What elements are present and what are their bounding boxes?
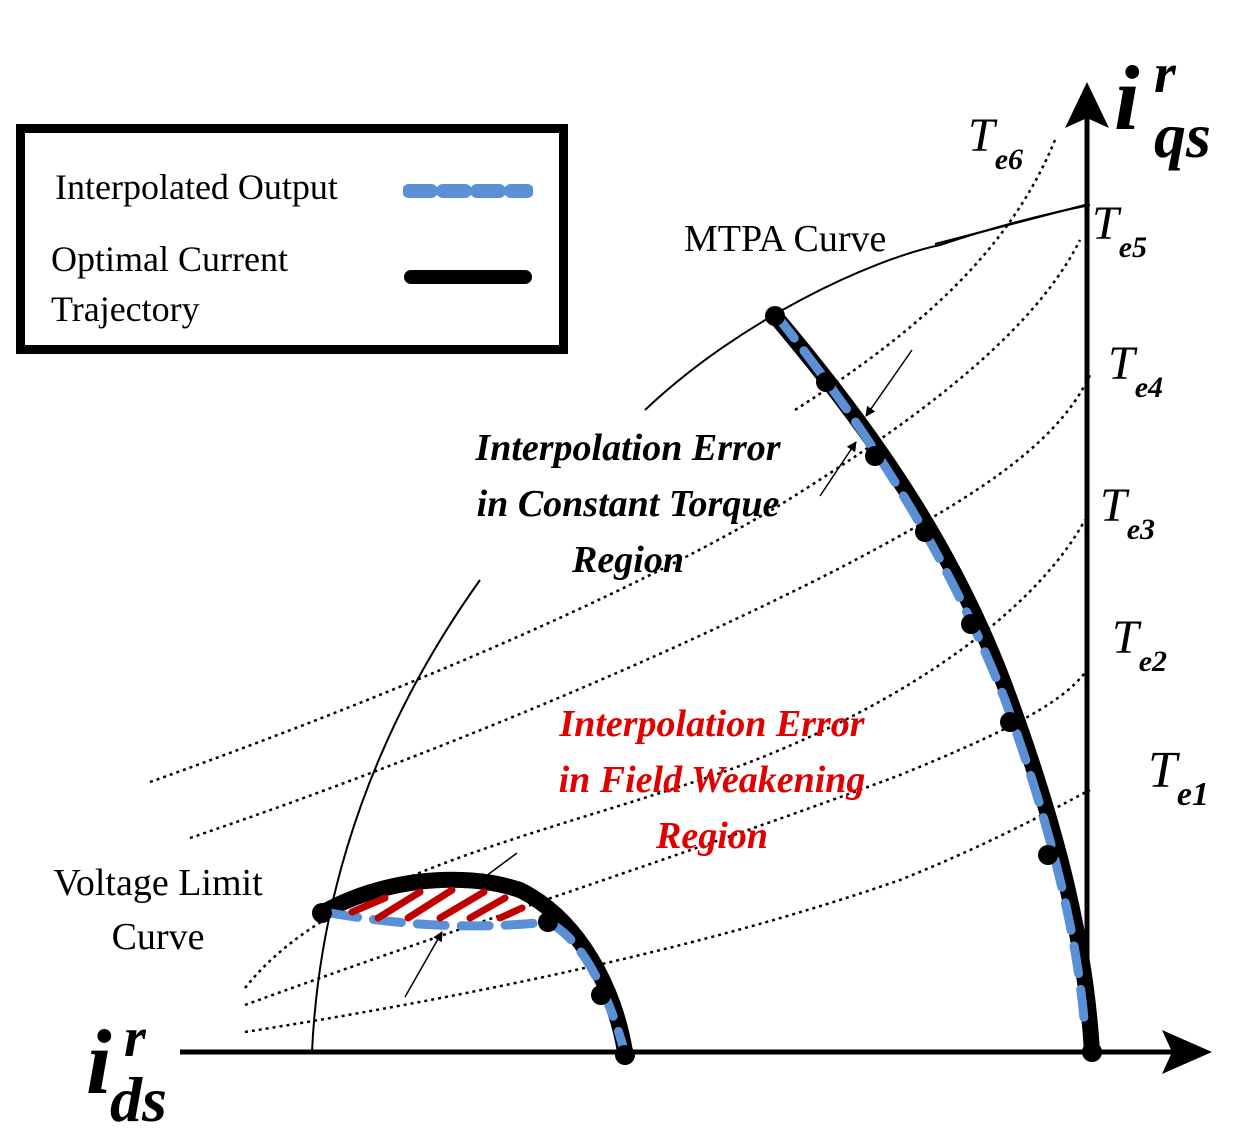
torque-curve-te2 (244, 664, 1092, 1007)
legend: Interpolated Output Optimal Current Traj… (16, 124, 568, 354)
torque-label-main: T (1108, 337, 1135, 390)
field-weakening-error-arrows (404, 852, 518, 998)
torque-curve-te5 (149, 239, 1082, 784)
q-axis-label: i r qs (1114, 46, 1211, 168)
sample-point (1000, 712, 1020, 732)
d-axis-arrowhead (1162, 1030, 1212, 1074)
mtpa-leader-line (934, 204, 1086, 245)
torque-label-te4: Te4 (1108, 337, 1163, 403)
torque-label-main: T (1112, 611, 1139, 664)
constant-torque-line1: Interpolation Error (475, 427, 781, 469)
torque-label-main: T (1092, 197, 1119, 250)
torque-label-te2: Te2 (1112, 611, 1167, 677)
sample-point (961, 614, 981, 634)
torque-label-sub: e1 (1176, 776, 1210, 813)
interpolated-output-mtpa (772, 311, 1090, 1037)
legend-label-optimal-line1: Optimal Current (51, 239, 288, 279)
legend-label-interpolated: Interpolated Output (55, 167, 338, 207)
torque-curve-te1 (244, 788, 1091, 1034)
torque-label-te1: Te1 (1148, 742, 1209, 812)
field-weakening-error-hatch (348, 886, 526, 922)
torque-label-te6: Te6 (968, 109, 1023, 175)
d-axis-main: i (86, 1011, 112, 1113)
q-axis-sub: qs (1154, 100, 1211, 171)
constant-torque-error-arrows (819, 349, 913, 497)
sample-point (538, 912, 558, 932)
q-axis-sup: r (1154, 43, 1176, 105)
torque-label-main: T (1100, 479, 1127, 532)
torque-label-main: T (968, 109, 995, 162)
sample-point (915, 522, 935, 542)
sample-point (1082, 1042, 1102, 1062)
sample-point (312, 903, 332, 923)
torque-label-sub: e3 (1126, 513, 1156, 546)
torque-label-sub: e5 (1118, 231, 1148, 264)
sample-point (865, 446, 885, 466)
d-axis-sub: ds (110, 1064, 167, 1135)
voltage-limit-curve (311, 579, 481, 1053)
torque-label-main: T (1148, 742, 1177, 799)
field-weakening-line1: Interpolation Error (559, 703, 865, 745)
sample-point (615, 1045, 635, 1065)
voltage-limit-line2: Curve (111, 916, 205, 958)
legend-swatch-optimal (404, 270, 532, 284)
torque-label-sub: e4 (1134, 371, 1164, 404)
voltage-limit-label: Voltage Limit Curve (28, 856, 288, 964)
q-axis-arrowhead (1065, 82, 1109, 128)
torque-curve-te6 (794, 139, 1057, 412)
legend-label-optimal-line2: Trajectory (51, 289, 200, 329)
sample-point (816, 372, 836, 392)
constant-torque-error-label: Interpolation Error in Constant Torque R… (420, 420, 836, 588)
field-weakening-error-label: Interpolation Error in Field Weakening R… (506, 696, 918, 864)
sample-points (312, 306, 1102, 1065)
sample-point (591, 985, 611, 1005)
mtpa-curve-label: MTPA Curve (684, 218, 887, 260)
legend-swatch-interpolated (403, 184, 533, 198)
sample-point (1038, 845, 1058, 865)
torque-label-sub: e6 (994, 143, 1024, 176)
sample-point (765, 306, 785, 326)
d-axis-sup: r (124, 1007, 146, 1069)
d-axis-label: i r ds (86, 1010, 167, 1132)
torque-label-te3: Te3 (1100, 479, 1155, 545)
q-axis-main: i (1114, 47, 1140, 149)
field-weakening-line3: Region (656, 815, 768, 857)
constant-torque-line2: in Constant Torque (476, 483, 780, 525)
constant-torque-line3: Region (572, 539, 684, 581)
torque-label-te5: Te5 (1092, 197, 1147, 263)
torque-label-sub: e2 (1138, 645, 1168, 678)
field-weakening-line2: in Field Weakening (558, 759, 866, 801)
voltage-limit-line1: Voltage Limit (53, 862, 263, 904)
